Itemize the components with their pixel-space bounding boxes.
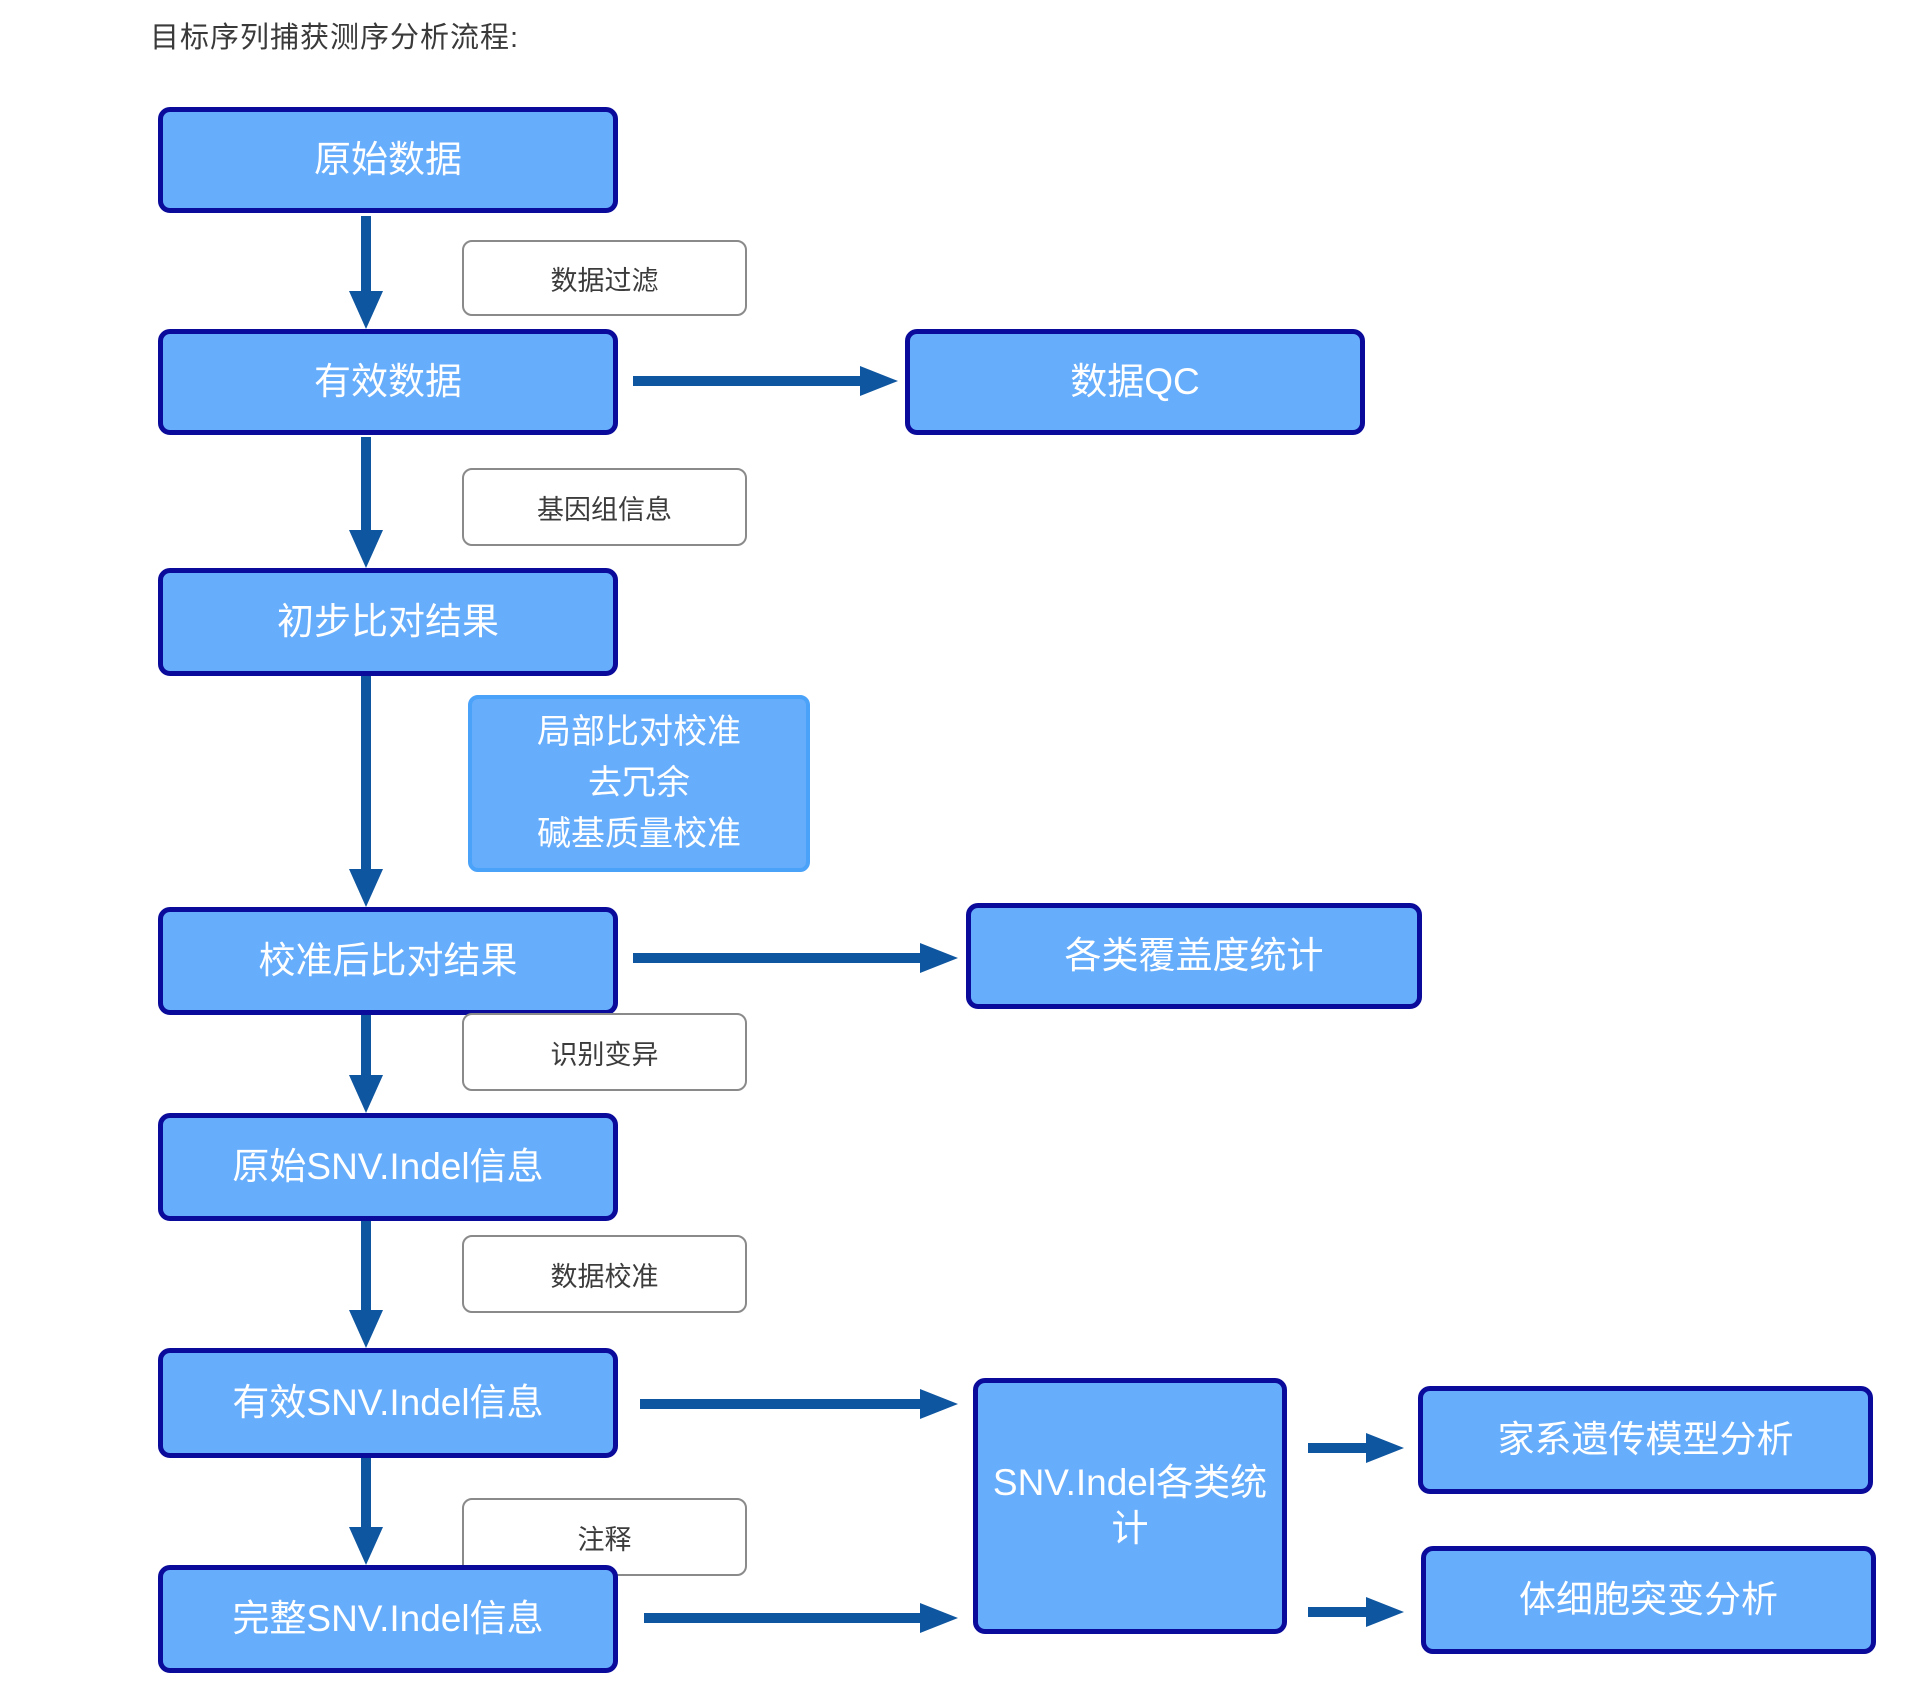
- realign-line-2: 去冗余: [588, 764, 690, 802]
- realign-line-3: 碱基质量校准: [537, 815, 741, 853]
- node-raw-data: 原始数据: [158, 107, 618, 213]
- arrow-calibrated-to-rawsnv: [349, 1015, 383, 1113]
- arrow-calibrated-to-coverage: [633, 943, 958, 973]
- label-variant-calling: 识别变异: [462, 1013, 747, 1091]
- node-data-qc: 数据QC: [905, 329, 1365, 435]
- arrow-validsnv-to-stats: [640, 1389, 958, 1419]
- node-prelim-alignment: 初步比对结果: [158, 568, 618, 676]
- node-snv-indel-stats: SNV.Indel各类统计: [973, 1378, 1287, 1634]
- realign-line-1: 局部比对校准: [537, 713, 741, 751]
- arrow-validsnv-to-completesnv: [349, 1456, 383, 1565]
- arrow-raw-to-valid: [349, 216, 383, 329]
- page-title: 目标序列捕获测序分析流程:: [150, 22, 520, 54]
- label-data-calibration: 数据校准: [462, 1235, 747, 1313]
- arrow-valid-to-qc: [633, 366, 898, 396]
- arrow-stats-to-pedigree: [1308, 1433, 1404, 1463]
- node-coverage-stats: 各类覆盖度统计: [966, 903, 1422, 1009]
- node-valid-data: 有效数据: [158, 329, 618, 435]
- arrow-stats-to-somatic: [1308, 1597, 1404, 1627]
- label-genome-info: 基因组信息: [462, 468, 747, 546]
- node-raw-snv-indel: 原始SNV.Indel信息: [158, 1113, 618, 1221]
- arrow-completesnv-to-stats: [644, 1603, 958, 1633]
- label-data-filter: 数据过滤: [462, 240, 747, 316]
- node-calibrated-alignment: 校准后比对结果: [158, 907, 618, 1015]
- arrow-valid-to-prelim: [349, 437, 383, 568]
- node-pedigree-model-analysis: 家系遗传模型分析: [1418, 1386, 1873, 1494]
- node-somatic-mutation-analysis: 体细胞突变分析: [1421, 1546, 1876, 1654]
- label-realign-dedup-bqsr: 局部比对校准 去冗余 碱基质量校准: [468, 695, 810, 872]
- arrow-prelim-to-calibrated: [349, 676, 383, 907]
- node-valid-snv-indel: 有效SNV.Indel信息: [158, 1348, 618, 1458]
- arrow-rawsnv-to-validsnv: [349, 1221, 383, 1348]
- label-annotation: 注释: [462, 1498, 747, 1576]
- node-complete-snv-indel: 完整SNV.Indel信息: [158, 1565, 618, 1673]
